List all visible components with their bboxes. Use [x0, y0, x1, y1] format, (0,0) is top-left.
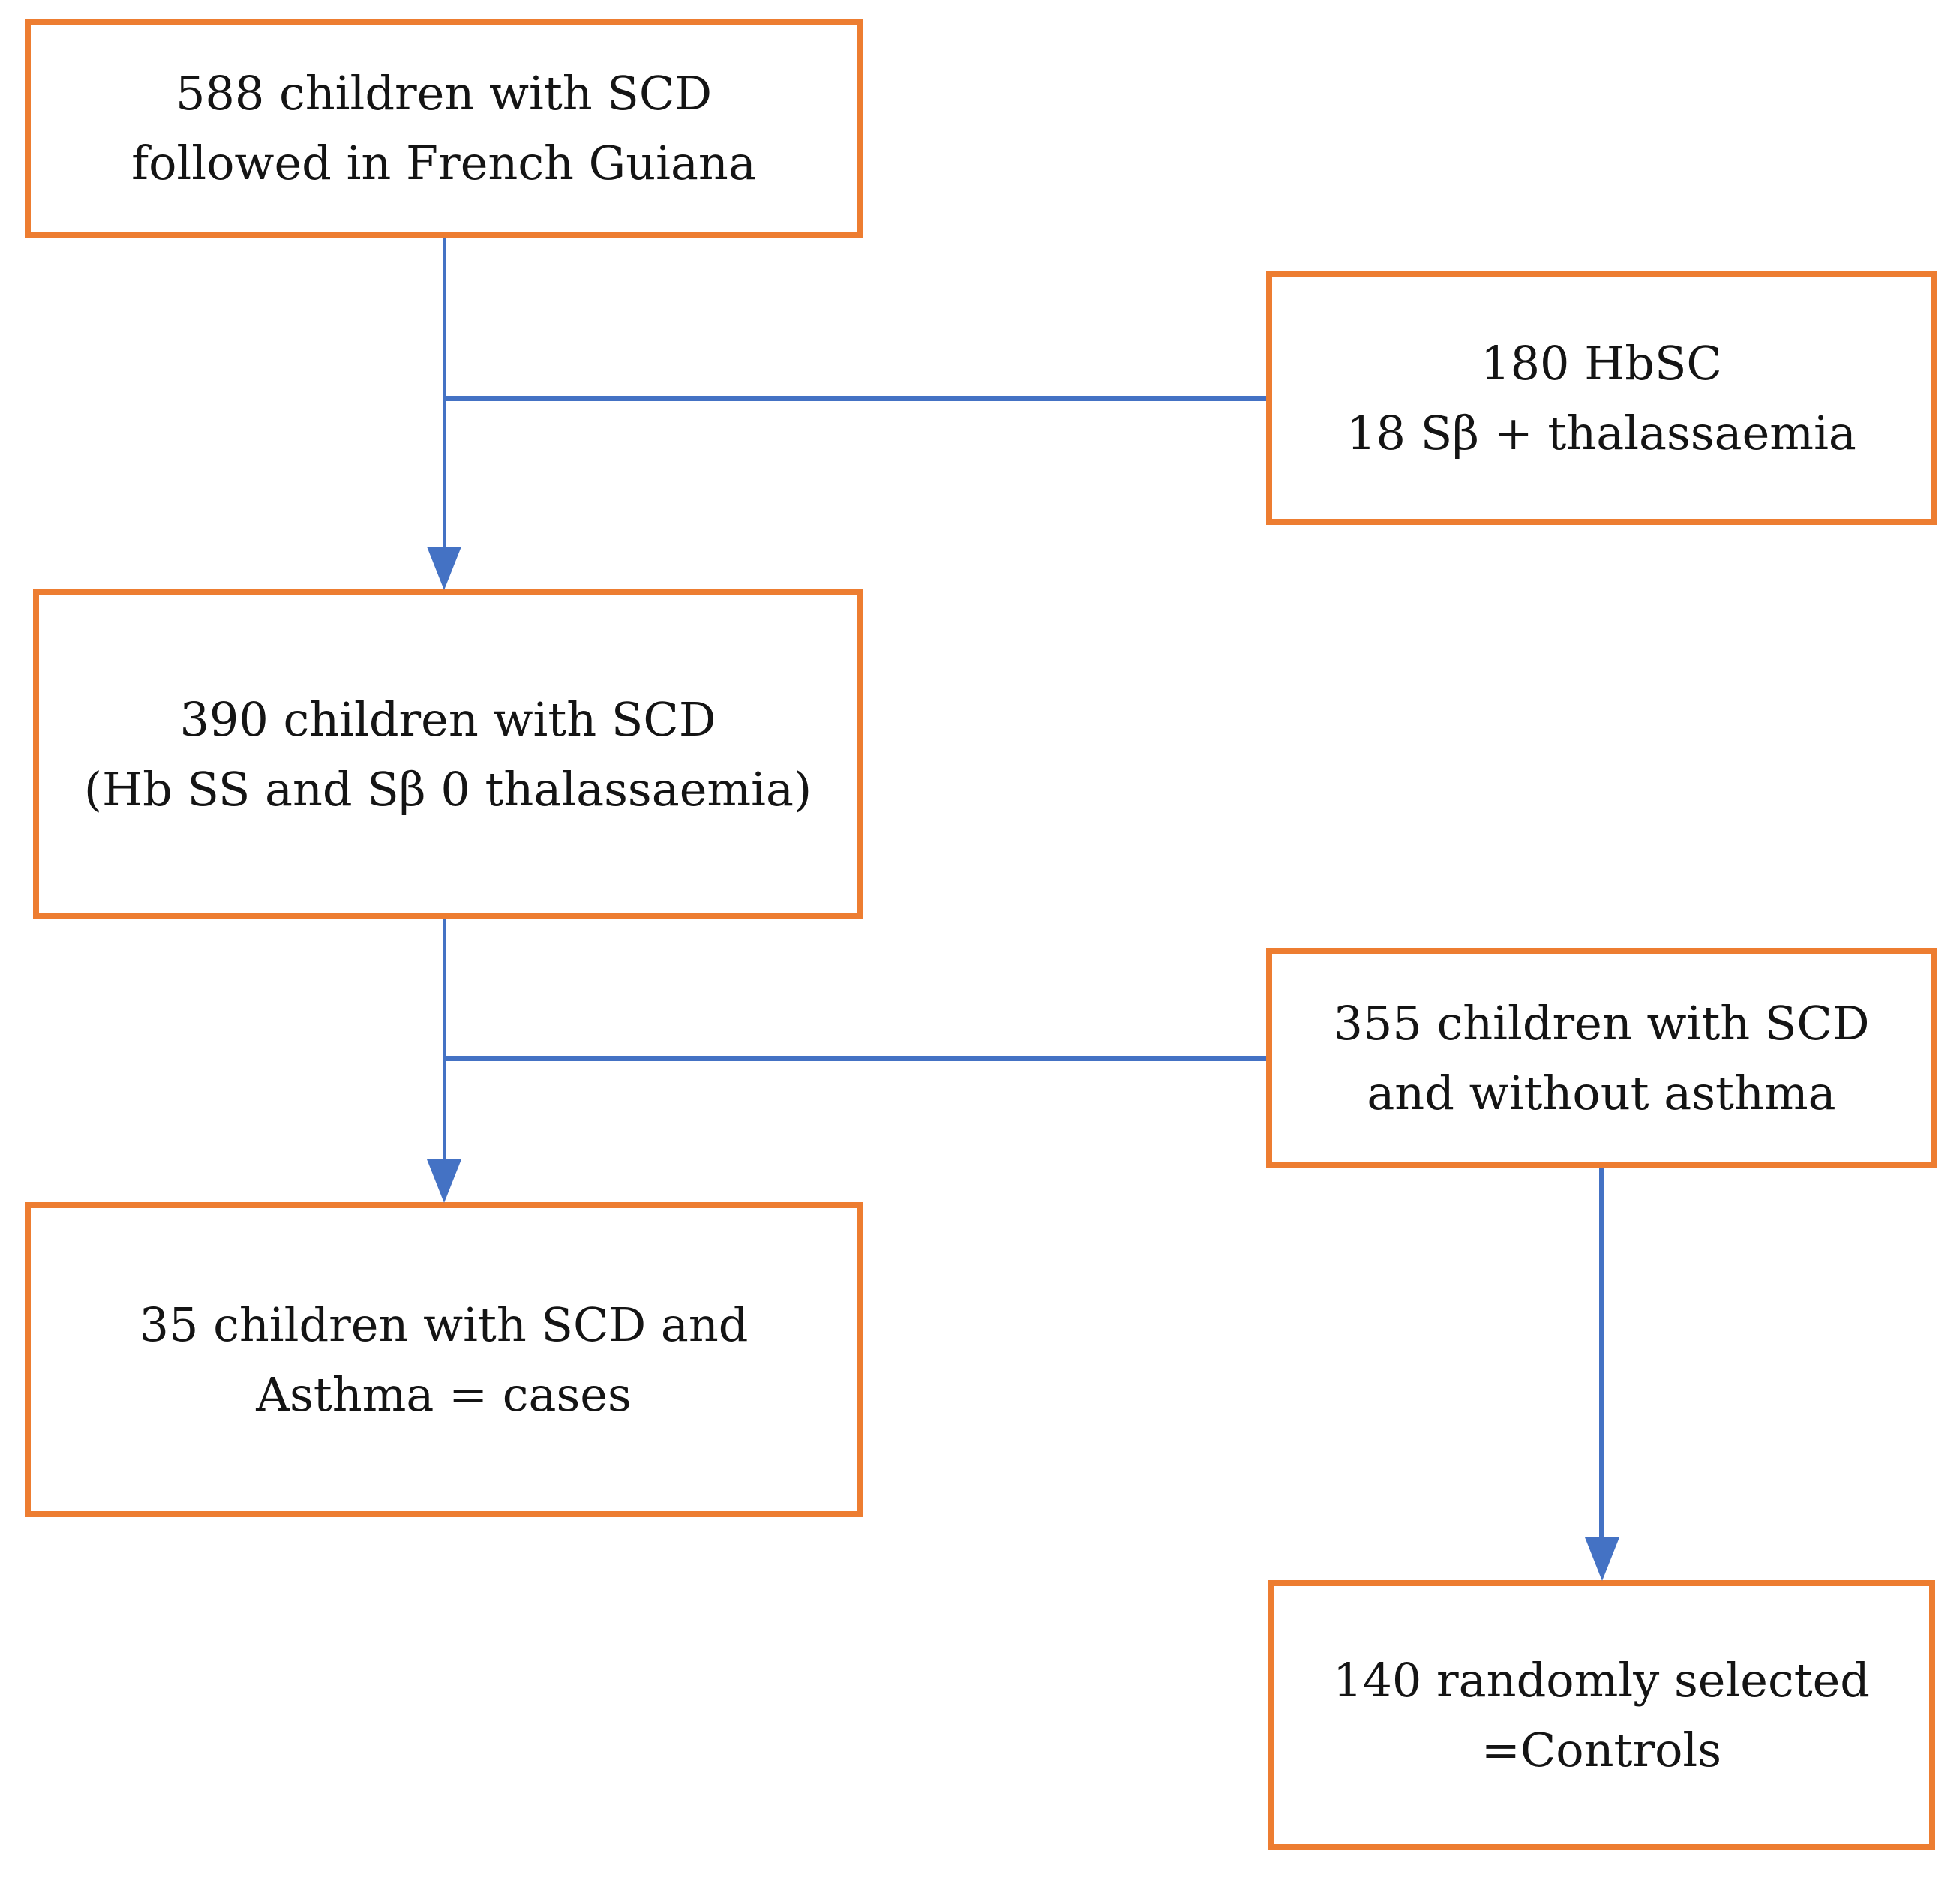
connector-branch-to-180 — [443, 396, 1266, 401]
arrowhead-down-icon — [1585, 1537, 1619, 1581]
box-35-cases: 35 children with SCD and Asthma = cases — [25, 1202, 863, 1517]
connector-390-to-35 — [443, 919, 446, 1167]
box-390-line-2: (Hb SS and Sβ 0 thalassaemia) — [83, 762, 812, 817]
connector-355-to-140 — [1599, 1168, 1604, 1540]
box-588-line-2: followed in French Guiana — [131, 136, 756, 190]
arrowhead-down-icon — [427, 547, 461, 590]
box-588-line-1: 588 children with SCD — [175, 66, 713, 121]
box-390-children-scd: 390 children with SCD (Hb SS and Sβ 0 th… — [33, 589, 863, 919]
box-35-line-1: 35 children with SCD and — [139, 1297, 749, 1352]
box-35-line-2: Asthma = cases — [256, 1367, 632, 1422]
box-588-children-scd: 588 children with SCD followed in French… — [25, 19, 863, 238]
box-140-line-1: 140 randomly selected — [1333, 1653, 1870, 1708]
box-390-line-1: 390 children with SCD — [179, 692, 716, 747]
box-180-line-2: 18 Sβ + thalassaemia — [1346, 406, 1856, 460]
box-355-line-1: 355 children with SCD — [1333, 996, 1870, 1051]
connector-branch-to-355 — [443, 1056, 1266, 1061]
box-140-line-2: =Controls — [1481, 1723, 1722, 1777]
box-140-controls: 140 randomly selected =Controls — [1268, 1580, 1935, 1850]
box-180-line-1: 180 HbSC — [1481, 336, 1722, 391]
box-355-without-asthma: 355 children with SCD and without asthma — [1266, 948, 1937, 1168]
connector-588-to-390 — [443, 238, 446, 553]
box-355-line-2: and without asthma — [1367, 1066, 1836, 1120]
arrowhead-down-icon — [427, 1159, 461, 1203]
box-180-hbsc-excluded: 180 HbSC 18 Sβ + thalassaemia — [1266, 271, 1937, 525]
